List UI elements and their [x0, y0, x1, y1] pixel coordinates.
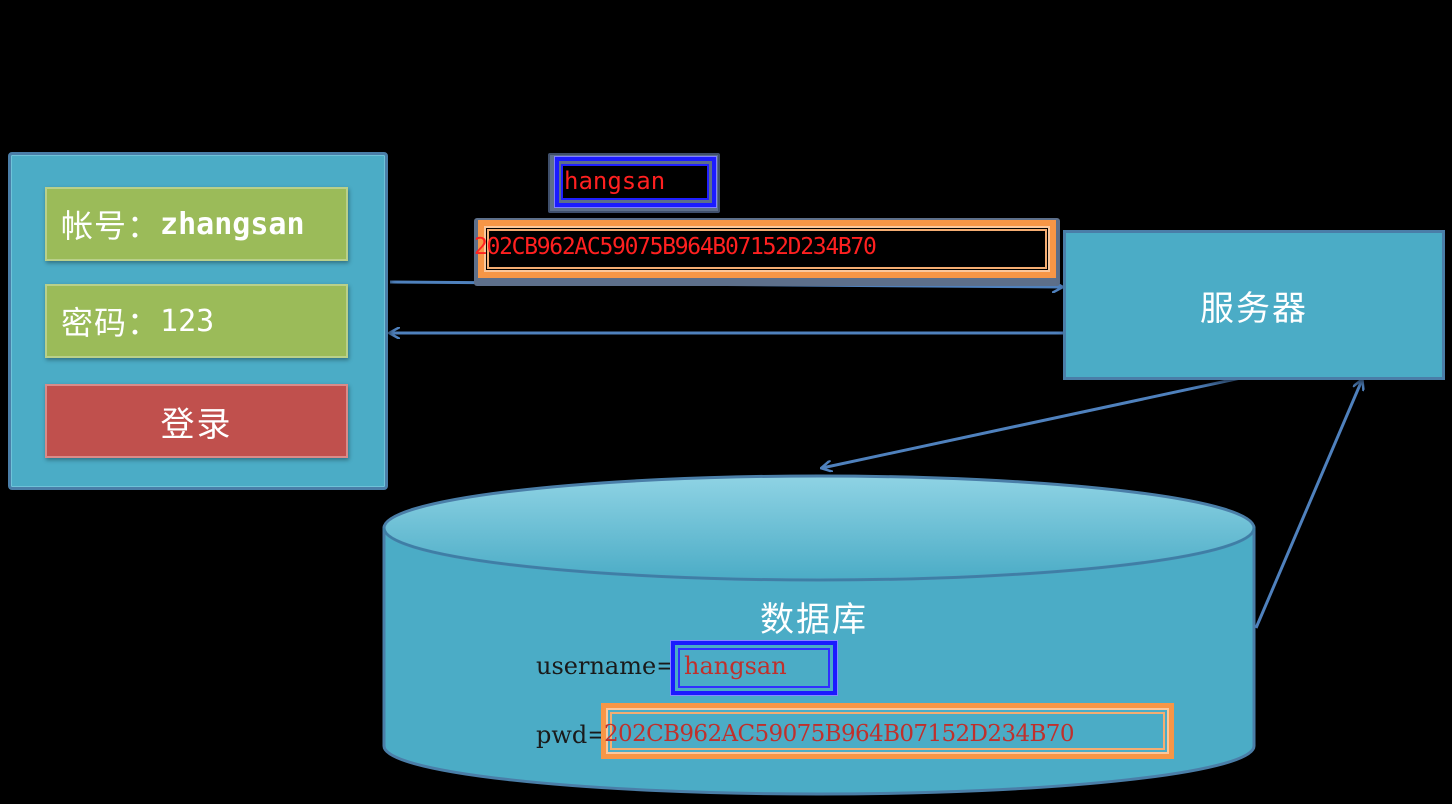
db-pwd-inner	[610, 712, 1165, 750]
server-box: 服务器	[1063, 230, 1445, 380]
db-username-highlight	[670, 640, 838, 696]
password-value: 123	[160, 303, 215, 339]
account-label: 帐号：	[61, 207, 161, 245]
request-username-value: hangsan	[564, 167, 666, 195]
db-username-value: hangsan	[684, 652, 787, 680]
password-field[interactable]: 密码：123	[45, 284, 348, 358]
request-username-inner	[561, 164, 709, 200]
db-pwd-value: 202CB962AC59075B964B07152D234B70	[604, 721, 1074, 747]
login-button[interactable]: 登录	[45, 384, 348, 458]
request-password-hash: 202CB962AC59075B964B07152D234B70	[474, 234, 877, 260]
arrow-server-to-database	[822, 374, 1251, 468]
request-username-highlight	[554, 156, 717, 208]
account-field[interactable]: 帐号：zhangsan	[45, 187, 348, 261]
account-value: zhangsan	[160, 206, 305, 242]
db-username-key: username=	[536, 652, 677, 680]
db-username-inner	[678, 648, 830, 688]
request-password-inner	[487, 229, 1047, 269]
database-label: 数据库	[760, 600, 868, 640]
db-pwd-highlight	[601, 703, 1174, 759]
arrow-database-to-server	[1254, 380, 1362, 629]
db-pwd-key: pwd=	[536, 721, 608, 749]
password-label: 密码：	[61, 304, 161, 342]
